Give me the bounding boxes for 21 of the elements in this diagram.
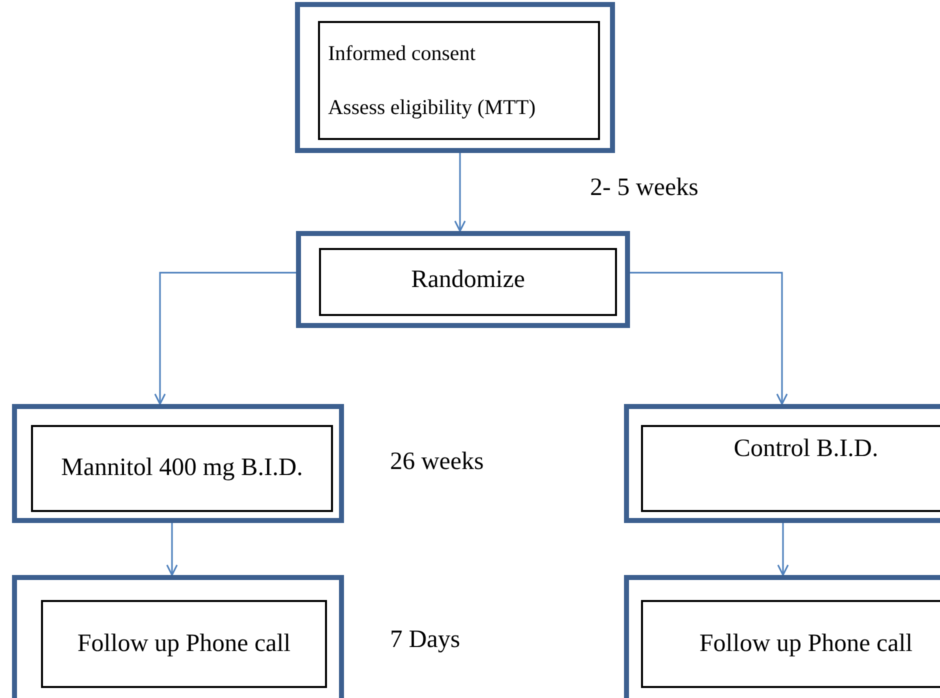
box-text: Informed consent [328, 40, 476, 68]
box-text: Follow up Phone call [77, 628, 291, 659]
process-box [624, 404, 940, 523]
arrow [454, 153, 466, 232]
box-text: Randomize [411, 265, 525, 295]
process-box [296, 231, 630, 328]
process-box [12, 404, 344, 523]
process-box [624, 575, 940, 698]
process-box [295, 2, 615, 153]
process-box [12, 575, 344, 698]
duration-label: 26 weeks [390, 448, 484, 476]
arrow [166, 523, 178, 576]
duration-label: 7 Days [390, 626, 460, 654]
arrow [630, 272, 788, 405]
box-text: Assess eligibility (MTT) [328, 94, 536, 121]
duration-label: 2- 5 weeks [590, 174, 698, 202]
box-text: Control B.I.D. [734, 434, 878, 464]
arrow [777, 523, 789, 576]
box-text: Follow up Phone call [699, 628, 913, 659]
box-text: Mannitol 400 mg B.I.D. [61, 453, 303, 484]
arrow [154, 272, 296, 405]
